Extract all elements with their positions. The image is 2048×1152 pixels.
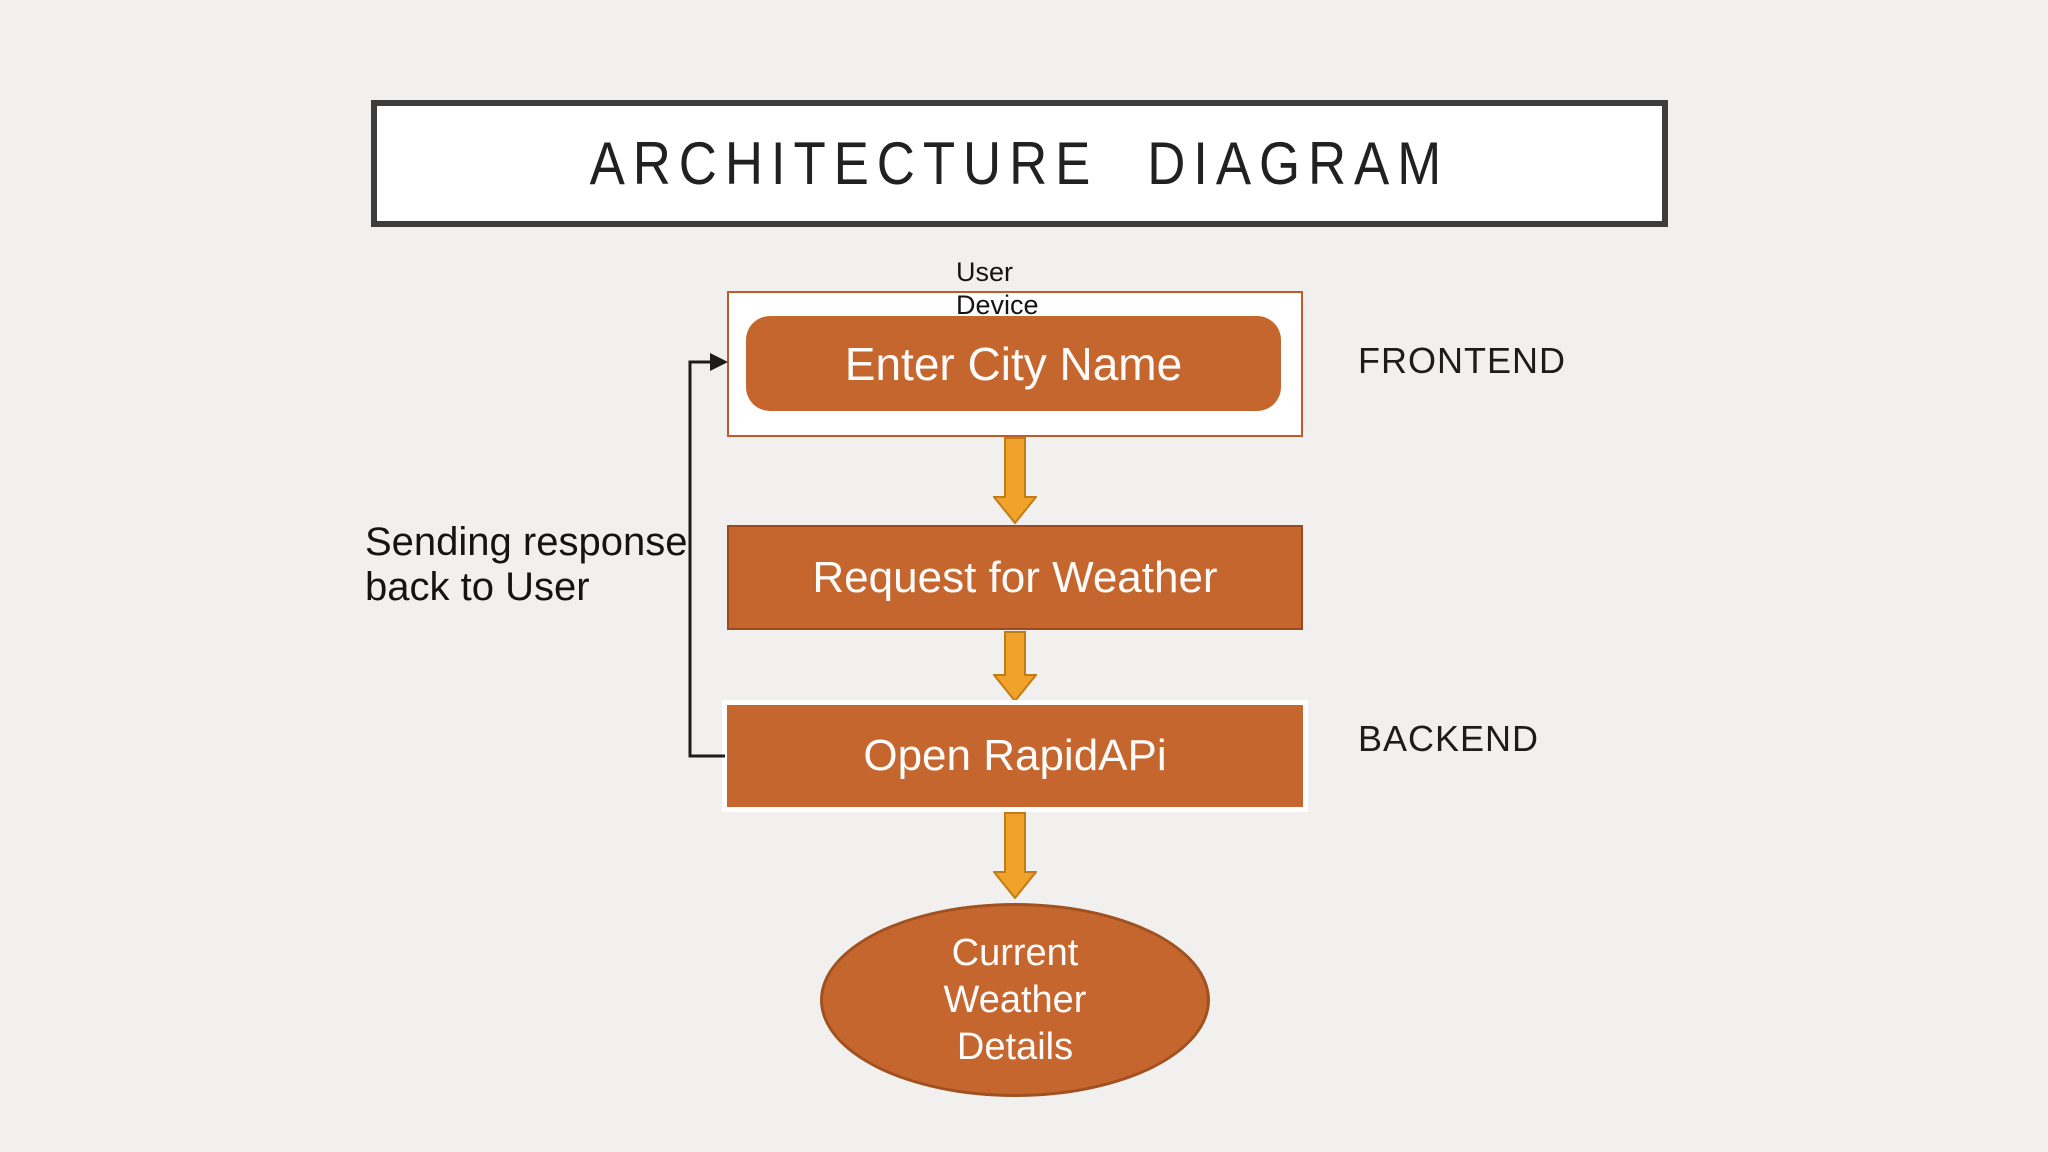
- node-request-for-weather-label: Request for Weather: [812, 552, 1218, 602]
- user-device-line2: Device: [956, 290, 1039, 320]
- node-enter-city-name-label: Enter City Name: [844, 337, 1183, 390]
- user-device-container: Enter City Name: [727, 291, 1303, 437]
- node-enter-city-name: Enter City Name: [746, 316, 1281, 411]
- node-weather-details-line3: Details: [956, 1025, 1074, 1068]
- node-weather-details-line2: Weather: [943, 978, 1087, 1021]
- node-weather-details-line1: Current: [951, 931, 1079, 974]
- backend-label: BACKEND: [1358, 718, 1540, 759]
- user-device-label: User Device: [956, 256, 1039, 322]
- node-open-rapidapi-label: Open RapidAPi: [863, 731, 1167, 780]
- page-title: ARCHITECTURE DIAGRAM: [589, 130, 1450, 197]
- frontend-label: FRONTEND: [1358, 340, 1566, 381]
- user-device-line1: User: [956, 257, 1014, 287]
- sending-response-line1: Sending response: [365, 520, 688, 564]
- sending-response-line2: back to User: [365, 565, 590, 609]
- sending-response-label: Sending response back to User: [365, 520, 687, 610]
- down-arrow-icon: [993, 437, 1037, 524]
- down-arrow-icon: [993, 631, 1037, 702]
- node-open-rapidapi: Open RapidAPi: [727, 705, 1303, 807]
- node-current-weather-details: Current Weather Details: [820, 903, 1210, 1097]
- node-request-for-weather: Request for Weather: [727, 525, 1303, 630]
- title-box: ARCHITECTURE DIAGRAM: [371, 100, 1668, 227]
- down-arrow-icon: [993, 812, 1037, 899]
